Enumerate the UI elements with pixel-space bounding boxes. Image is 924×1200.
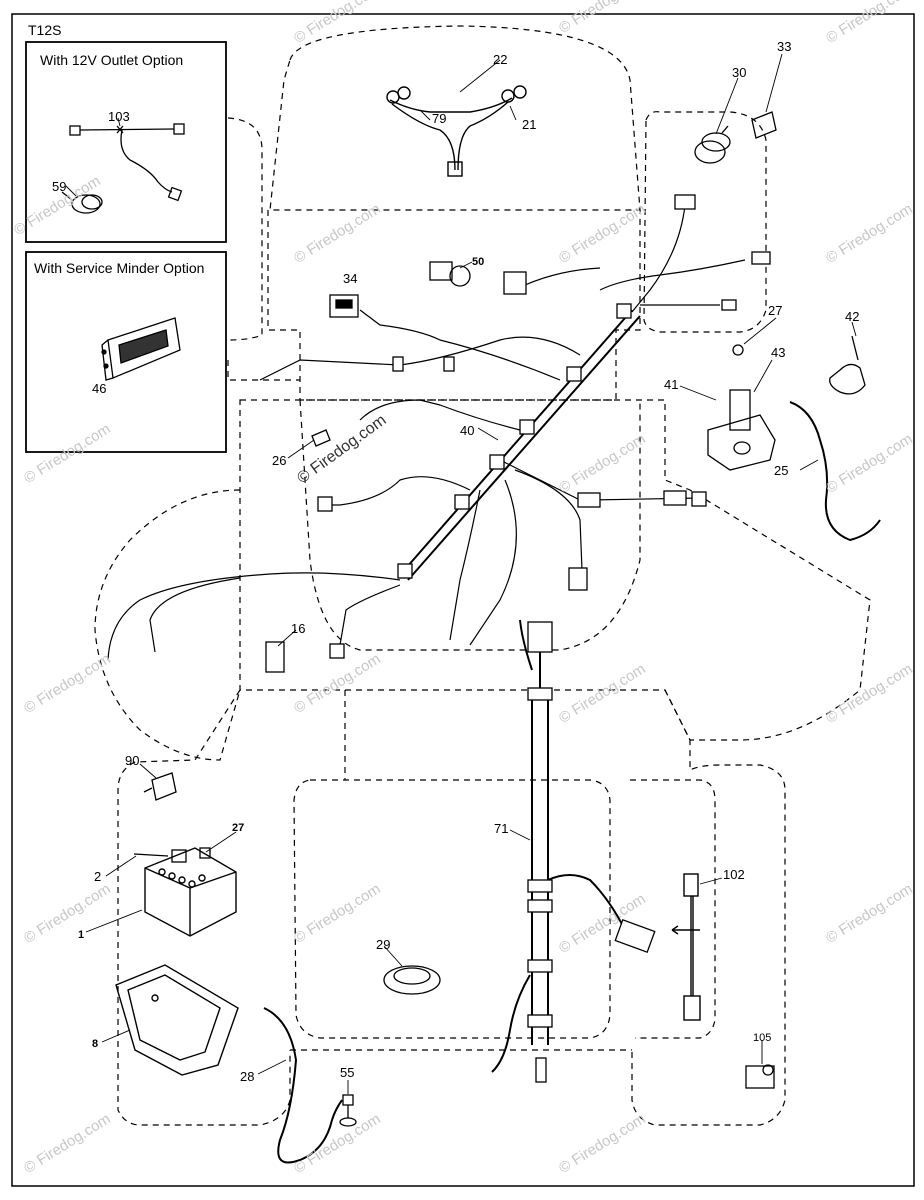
service-minder-46-drawing — [101, 317, 181, 381]
part-label-27-battery: 27 — [232, 822, 245, 834]
harness-connectors — [317, 194, 771, 659]
part-label-40: 40 — [460, 423, 475, 438]
bolt-2-27 — [133, 847, 211, 863]
headlight-harness — [386, 85, 527, 177]
tray-8 — [115, 964, 239, 1076]
part-label-71: 71 — [494, 821, 509, 836]
relay-105 — [745, 1064, 775, 1089]
part-label-41: 41 — [664, 377, 679, 392]
part-label-42: 42 — [845, 309, 860, 324]
ignition-switch-30 — [694, 125, 731, 164]
part-label-25: 25 — [774, 463, 789, 478]
part-label-16: 16 — [291, 621, 306, 636]
switch-26 — [311, 429, 331, 447]
part-label-46: 46 — [92, 381, 107, 396]
cable-28 — [263, 1007, 343, 1164]
part-label-26: 26 — [272, 453, 287, 468]
harness-71 — [491, 619, 626, 1073]
switch-16 — [265, 641, 285, 673]
part-label-28: 28 — [240, 1069, 255, 1084]
part-label-43: 43 — [771, 345, 786, 360]
inset-12v-title: With 12V Outlet Option — [40, 52, 184, 68]
part-label-2: 2 — [94, 869, 102, 884]
horn-29 — [383, 965, 441, 995]
part-label-22: 22 — [493, 52, 508, 67]
harness-71-connectors — [527, 621, 656, 1083]
cable-25 — [789, 401, 881, 542]
battery-cable-42 — [829, 335, 866, 395]
relay-33 — [751, 111, 777, 139]
part-label-34: 34 — [343, 271, 358, 286]
part-label-105: 105 — [753, 1032, 772, 1044]
part-label-8: 8 — [92, 1038, 99, 1050]
harness-103-drawing — [69, 123, 185, 202]
inset-service-title: With Service Minder Option — [34, 260, 205, 276]
diagram-code: T12S — [28, 22, 62, 38]
bolt-55 — [339, 1094, 357, 1127]
harness-102 — [671, 873, 701, 1021]
part-label-59: 59 — [52, 179, 67, 194]
sensor-90 — [143, 772, 177, 801]
part-label-55: 55 — [340, 1065, 355, 1080]
diagram-border — [11, 13, 915, 1187]
part-label-1: 1 — [78, 929, 85, 941]
part-label-30: 30 — [732, 65, 747, 80]
part-label-102: 102 — [723, 867, 745, 882]
part-label-21: 21 — [522, 117, 537, 132]
main-harness-40 — [399, 309, 641, 581]
chassis-outline — [94, 25, 871, 1126]
part-label-27: 27 — [768, 303, 783, 318]
part-label-103: 103 — [108, 109, 130, 124]
part-label-33: 33 — [777, 39, 792, 54]
part-label-90: 90 — [125, 753, 140, 768]
solenoid-43 — [707, 344, 776, 471]
outlet-59-drawing — [61, 191, 103, 214]
harness-branches — [107, 204, 746, 661]
battery-1 — [144, 847, 237, 937]
leader-lines — [65, 53, 857, 1094]
inset-12v-frame — [25, 41, 227, 243]
switch-34 — [329, 294, 359, 318]
part-label-79: 79 — [432, 111, 447, 126]
part-label-50: 50 — [472, 256, 485, 268]
key-switch-50 — [429, 261, 471, 287]
part-label-29: 29 — [376, 937, 391, 952]
